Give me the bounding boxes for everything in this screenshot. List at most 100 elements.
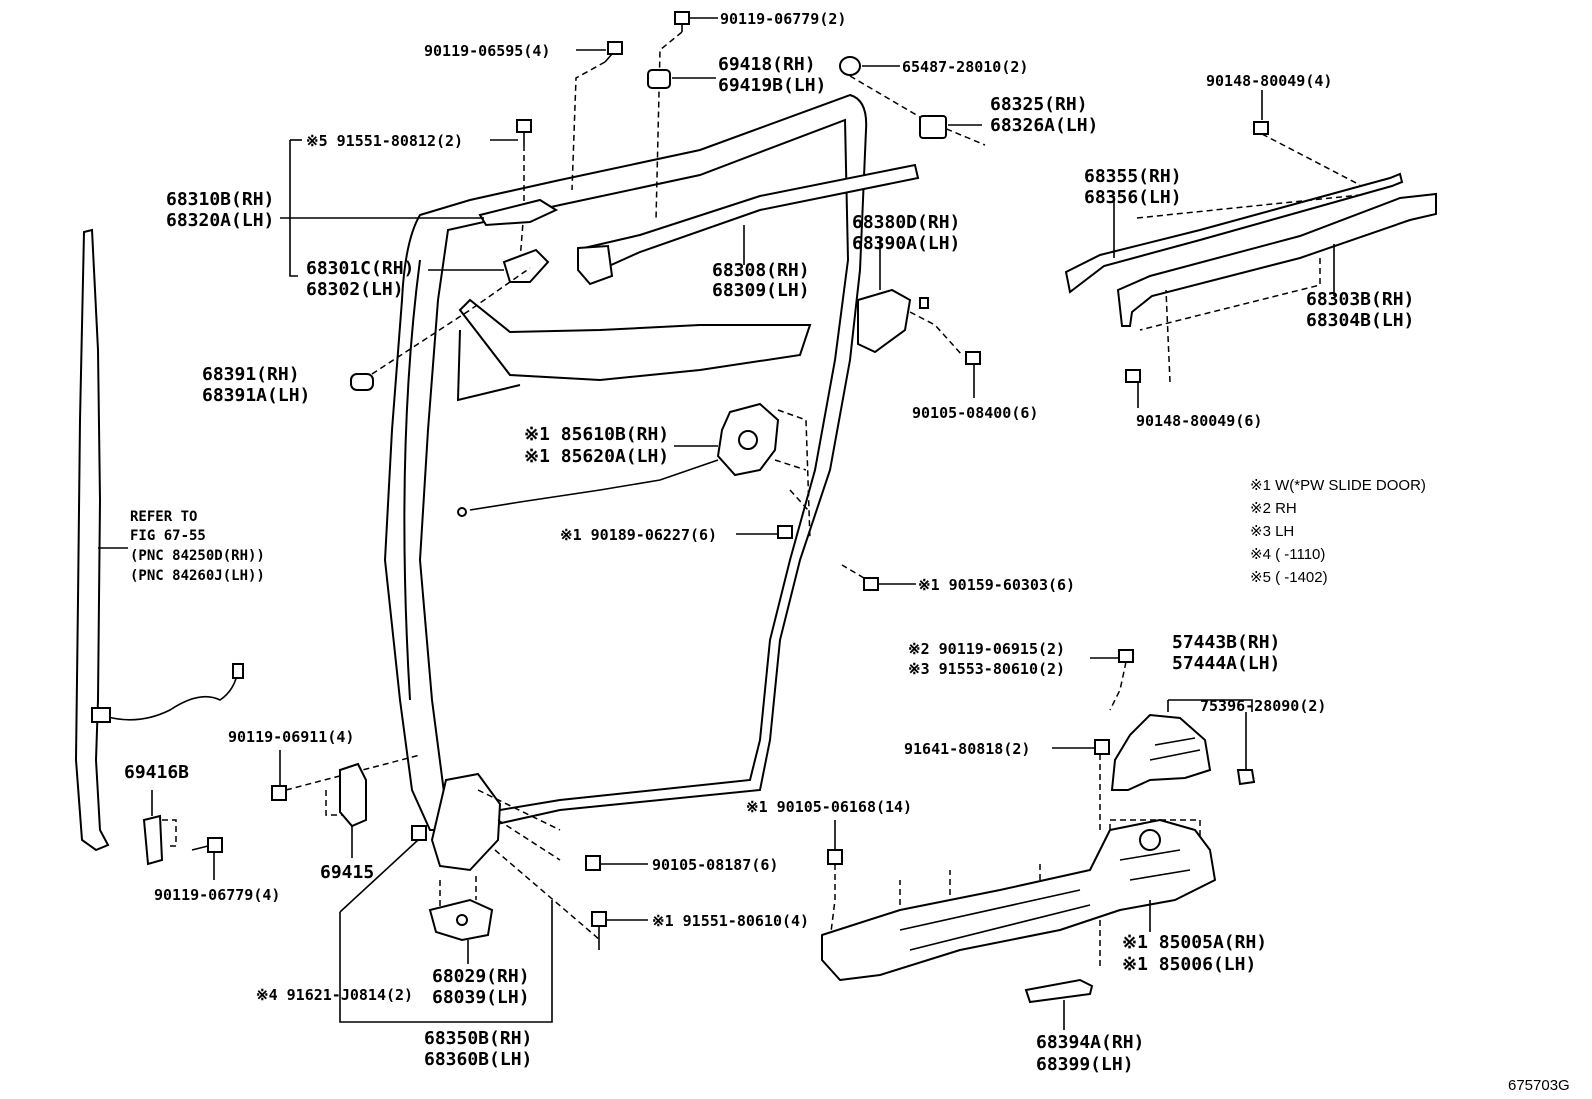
label-90119-06595: 90119-06595(4) [424,42,550,60]
label-85620a: ※1 85620A(LH) [524,446,669,467]
label-90119-06915: ※2 90119-06915(2) [908,640,1065,658]
label-68325: 68325(RH) [990,94,1088,115]
label-90119-06911: 90119-06911(4) [228,728,354,746]
label-68303b: 68303B(RH) [1306,289,1414,310]
bracket-57443b [1110,699,1253,791]
label-65487: 65487-28010(2) [902,58,1028,76]
upper-arm-68310b [280,198,559,227]
label-85610b: ※1 85610B(RH) [524,424,669,445]
label-91551-80812: ※5 91551-80812(2) [306,132,463,150]
label-68302: 68302(LH) [306,279,404,300]
label-68390a: 68390A(LH) [852,233,960,254]
center-hinge-68380d [857,238,963,356]
label-69416b: 69416B [124,762,189,783]
label-90189-06227: ※1 90189-06227(6) [560,526,717,544]
bolt-90119-06915 [1090,649,1134,711]
label-68356: 68356(LH) [1084,187,1182,208]
label-68399: 68399(LH) [1036,1054,1134,1075]
rail-guide-dash [1136,194,1361,219]
label-68380d: 68380D(RH) [852,212,960,233]
center-rail-dash [1139,258,1321,383]
label-91641-80818: 91641-80818(2) [904,740,1030,758]
label-68360b: 68360B(LH) [424,1049,532,1070]
label-69418: 69418(RH) [718,54,816,75]
label-91551-80610: ※1 91551-80610(4) [652,912,809,930]
clip-69418 [647,69,716,89]
bolt-90105-08400 [965,351,981,398]
label-91553-80610: ※3 91553-80610(2) [908,660,1065,678]
bolt-90119-06911 [271,750,421,816]
bolt-90148-80049-top [1253,90,1361,186]
rail-end-68394a [1024,978,1094,1030]
clip-90189-06227 [736,525,793,539]
label-68326a: 68326A(LH) [990,115,1098,136]
center-rail-68303b [1116,192,1437,327]
legend-notes: ※1 W(*PW SLIDE DOOR) ※2 RH ※3 LH ※4 ( -1… [1250,477,1426,586]
striker-69415 [339,762,367,858]
label-68391a: 68391A(LH) [202,385,310,406]
label-85005a: ※1 85005A(RH) [1122,932,1267,953]
bolt-90105-08187 [585,855,648,871]
lower-rail-assembly-85005a [821,819,1216,981]
label-90105-08400: 90105-08400(6) [912,404,1038,422]
bolt-90119-06595 [571,41,623,191]
hinge-arm-68029 [428,876,494,964]
label-68391: 68391(RH) [202,364,300,385]
door-weatherstrip [74,228,244,852]
label-68355: 68355(RH) [1084,166,1182,187]
clip-75396 [1236,712,1256,786]
stopper-68325 [919,115,982,139]
slide-door-frame [383,93,868,831]
label-68301c: 68301C(RH) [306,258,414,279]
refer-to-text: REFER TO [130,509,197,525]
door-lock-85610b [457,402,811,541]
label-68029: 68029(RH) [432,966,530,987]
bolt-91621-j0814 [339,825,427,1010]
bolt-90119-06779-top [655,11,718,221]
label-68320a: 68320A(LH) [166,210,274,231]
fig-ref-text: FIG 67-55 [130,528,206,544]
label-68394a: 68394A(RH) [1036,1032,1144,1053]
reference-note: REFER TO FIG 67-55 (PNC 84250D(RH)) (PNC… [98,509,265,584]
label-68308: 68308(RH) [712,260,810,281]
bracket-68350b [339,900,553,1023]
bracket-line [289,140,298,277]
pnc-rh-text: (PNC 84250D(RH)) [130,548,265,564]
figure-code: 675703G [1508,1077,1570,1094]
label-90159-60303: ※1 90159-60303(6) [918,576,1075,594]
legend-note-2: ※2 RH [1250,500,1297,517]
label-90119-06779-top: 90119-06779(2) [720,10,846,28]
bolt-90119-06779-bottom [191,837,223,880]
grommet-65487 [839,56,986,146]
pnc-lh-text: (PNC 84260J(LH)) [130,568,265,584]
label-90105-08187: 90105-08187(6) [652,856,778,874]
label-57444a: 57444A(LH) [1172,653,1280,674]
legend-note-5: ※5 ( -1402) [1250,569,1328,586]
bolt-90148-80049-bottom [1125,369,1141,408]
label-57443b: 57443B(RH) [1172,632,1280,653]
bolt-91551-80610 [591,911,648,950]
legend-note-4: ※4 ( -1110) [1250,546,1325,563]
screw-90159-60303 [841,564,916,591]
bumper-68391 [350,267,531,391]
label-68304b: 68304B(LH) [1306,310,1414,331]
rail-cover-68355 [1064,172,1404,294]
label-68039: 68039(LH) [432,987,530,1008]
upper-roller-68301c [428,248,550,283]
label-68310b: 68310B(RH) [166,189,274,210]
label-90105-06168: ※1 90105-06168(14) [746,798,912,816]
striker-69416b [142,790,177,866]
lower-hinge-68350b [430,772,601,941]
label-90148-80049-top: 90148-80049(4) [1206,72,1332,90]
label-85006: ※1 85006(LH) [1122,954,1256,975]
upper-rail-68308 [577,163,920,286]
bolt-90105-06168 [827,820,843,941]
label-69415: 69415 [320,862,374,883]
legend-note-3: ※3 LH [1250,523,1294,540]
label-68350b: 68350B(RH) [424,1028,532,1049]
label-68309: 68309(LH) [712,280,810,301]
label-91621-j0814: ※4 91621-J0814(2) [256,986,413,1004]
legend-note-1: ※1 W(*PW SLIDE DOOR) [1250,477,1426,494]
label-90148-80049-bottom: 90148-80049(6) [1136,412,1262,430]
